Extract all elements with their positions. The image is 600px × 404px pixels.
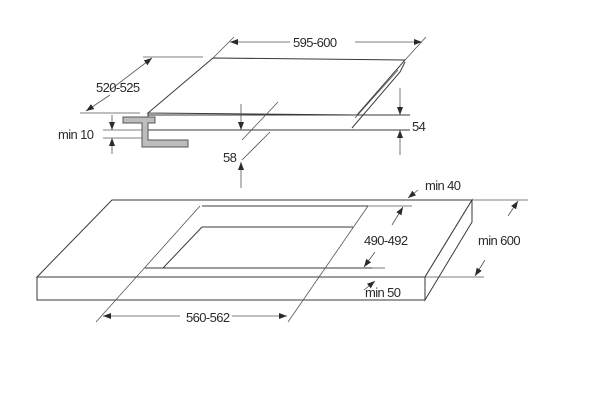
dimension-front-margin: min 50 (363, 280, 401, 300)
label-worktop-depth: min 600 (478, 233, 520, 248)
hob-drawing (146, 57, 410, 131)
dimension-hob-width: 595-600 (212, 35, 427, 61)
dimension-built-in-height: 54 (397, 88, 426, 155)
dimension-cutout-width: 560-562 (103, 310, 287, 325)
dimension-back-margin: min 40 (407, 178, 461, 199)
dimension-overall-height: 58 (223, 101, 279, 188)
dimension-cutout-depth: 490-492 (363, 205, 412, 269)
label-clearance: min 10 (58, 127, 94, 142)
label-front-margin: min 50 (365, 285, 401, 300)
label-hob-depth: 520-525 (96, 80, 140, 95)
dimension-clearance: min 10 (58, 115, 142, 154)
worktop-drawing (35, 198, 473, 323)
label-built-in-height: 54 (412, 119, 426, 134)
mounting-bracket (122, 116, 189, 148)
label-back-margin: min 40 (425, 178, 461, 193)
hob-side-edge (351, 61, 406, 129)
label-hob-width: 595-600 (293, 35, 337, 50)
dimension-hob-depth: 520-525 (80, 56, 203, 114)
hob-top-face (146, 57, 407, 116)
hob-front-edge (147, 113, 350, 131)
label-cutout-depth: 490-492 (364, 233, 408, 248)
dimension-worktop-depth: min 600 (425, 199, 528, 278)
label-cutout-width: 560-562 (186, 310, 230, 325)
label-overall-height: 58 (223, 150, 237, 165)
worktop-side-face (424, 198, 473, 302)
